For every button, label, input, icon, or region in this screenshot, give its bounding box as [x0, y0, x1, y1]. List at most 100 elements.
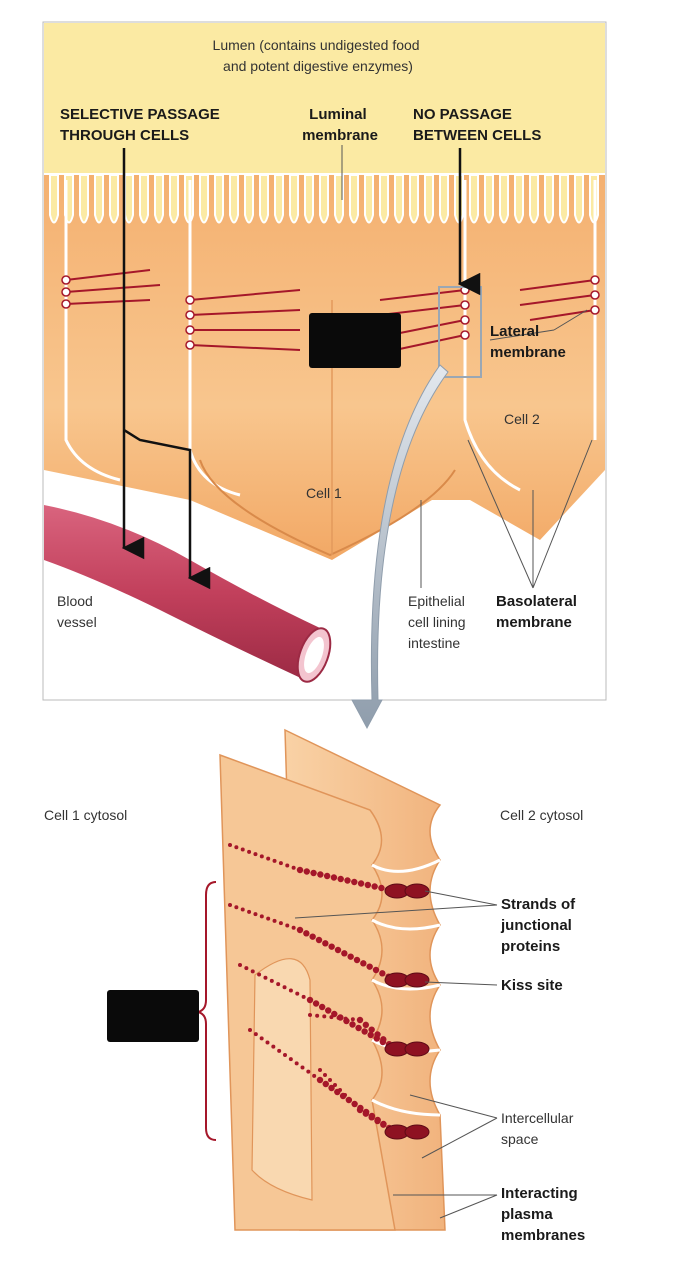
junction-bead [318, 1003, 326, 1011]
microvillus [109, 174, 119, 224]
junction-bead [312, 1000, 320, 1007]
junction-bead [323, 872, 331, 880]
microvillus [559, 174, 569, 224]
microvillus [49, 174, 59, 224]
microvillus [484, 174, 494, 224]
junction-bead [328, 943, 335, 950]
cell1-basal-edge [199, 459, 456, 557]
junction-bead [234, 845, 239, 850]
microvillus [289, 174, 299, 224]
microvillus [319, 174, 329, 224]
bottom-panel: Cell 1 cytosol Cell 2 cytosol Strands of… [44, 728, 585, 1244]
junction-bead [278, 921, 283, 926]
junction-bead [288, 988, 293, 993]
junction-bead [333, 1083, 337, 1087]
junction-bead [347, 953, 354, 960]
junction-bead [350, 1017, 355, 1022]
lumen-label: Lumen (contains undigested food and pote… [213, 37, 424, 74]
junction-bead [277, 1048, 282, 1053]
junction-bead [301, 994, 306, 999]
microvillus [514, 174, 524, 224]
junction-bead [234, 905, 239, 910]
junction-bead [372, 966, 380, 974]
microvillus [574, 174, 584, 224]
junction-bead [315, 936, 323, 944]
cell-1-label: Cell 1 [306, 485, 342, 501]
junction-bead [322, 1080, 329, 1088]
junction-bead [306, 1069, 311, 1074]
junction-bead [283, 1053, 287, 1057]
junction-bead [330, 874, 338, 881]
microvillus [304, 174, 314, 224]
junction-bead [263, 975, 268, 980]
microvillus [274, 174, 284, 224]
top-panel: Lumen (contains undigested food and pote… [42, 21, 607, 701]
selective-passage-arrows [121, 148, 211, 590]
junction-bead [356, 1016, 364, 1024]
junction-bead [228, 903, 232, 907]
cell1-cytosol-label: Cell 1 cytosol [44, 807, 127, 823]
junction-bead [247, 909, 252, 914]
lateral-membrane-label: Lateral membrane [490, 323, 566, 361]
junction-bead [329, 1015, 334, 1020]
microvillus [94, 174, 104, 224]
junction-bead [353, 1103, 357, 1107]
junction-bead [325, 1007, 332, 1014]
junction-bead [238, 963, 242, 967]
junction-bead [374, 1031, 381, 1038]
junction-beads-top [61, 275, 600, 350]
junction-bead [318, 1068, 322, 1072]
junction-bead [360, 960, 367, 967]
junction-bead [296, 926, 304, 934]
junction-bead [266, 916, 271, 921]
microvillus [469, 174, 479, 224]
microvillus [439, 174, 449, 224]
junction-bead [266, 856, 271, 861]
junction-bead [315, 1013, 320, 1018]
junction-bead [317, 871, 324, 878]
microvillus [379, 174, 389, 224]
microvillus [154, 174, 164, 224]
junction-bead [291, 925, 296, 930]
microvillus [229, 174, 239, 224]
microvillus [124, 174, 134, 224]
junction-bead [271, 1044, 276, 1049]
cell-2-label: Cell 2 [504, 411, 540, 427]
junction-bead [356, 1106, 364, 1114]
junction-bead [341, 950, 348, 957]
junction-bead [285, 923, 290, 928]
microvillus [364, 174, 374, 224]
junction-bead [322, 940, 329, 947]
junction-bead [288, 1057, 293, 1062]
junction-bead [378, 884, 385, 892]
junction-bead [244, 966, 249, 971]
junction-bead [282, 985, 287, 990]
junction-bead [240, 907, 245, 912]
junction-bead [247, 849, 252, 854]
junction-bead [362, 1110, 370, 1117]
junction-bead [374, 1117, 381, 1125]
junction-bead [338, 1088, 342, 1092]
junction-bead [334, 946, 342, 954]
junction-bead [343, 1093, 347, 1097]
junction-bead [276, 982, 281, 987]
junction-bead [336, 1015, 341, 1020]
leader-lines-bottom [294, 890, 498, 1219]
microvillus [334, 174, 344, 224]
junction-bead [272, 918, 277, 923]
junction-bead [357, 880, 365, 887]
microvillus [529, 174, 539, 224]
junction-bead [248, 1028, 252, 1032]
strands-label: Strands of junctional proteins [500, 896, 579, 955]
tight-junction-bracket [197, 881, 217, 1141]
junction-bead [316, 1076, 324, 1084]
junction-bead [355, 1024, 362, 1032]
lumen-region [44, 23, 605, 173]
junction-bead [328, 1078, 332, 1082]
microvillus [79, 174, 89, 224]
junction-bead [240, 847, 245, 852]
junction-bead [306, 996, 314, 1004]
kiss-sites [384, 883, 430, 1140]
redaction-box-top [309, 313, 401, 368]
